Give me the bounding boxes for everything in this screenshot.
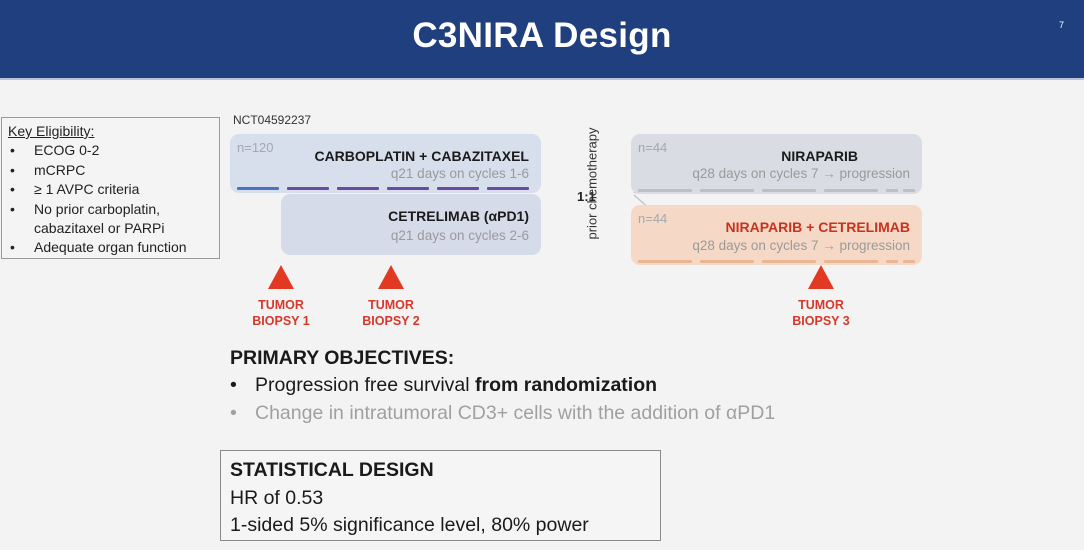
- arm-title: CETRELIMAB (αPD1): [388, 208, 529, 224]
- cycle-dash: [437, 187, 479, 190]
- arm-title: NIRAPARIB: [781, 148, 858, 164]
- statistical-design-box: STATISTICAL DESIGN HR of 0.53 1-sided 5%…: [220, 450, 661, 541]
- cycle-dash: [762, 260, 816, 263]
- cycle-dash: [700, 260, 754, 263]
- arm-sample-size: n=44: [638, 140, 668, 155]
- eligibility-item: ECOG 0-2: [8, 141, 213, 161]
- statistical-line: 1-sided 5% significance level, 80% power: [230, 514, 589, 536]
- cycle-dash: [903, 260, 915, 263]
- biopsy-triangle-icon: [808, 265, 834, 289]
- randomization-ratio: 1:1: [577, 189, 596, 204]
- arm-schedule: q28 days on cycles 7 → progression: [692, 238, 910, 253]
- cycle-dash: [638, 260, 692, 263]
- eligibility-item: mCRPC: [8, 161, 213, 181]
- objective-item: •Change in intratumoral CD3+ cells with …: [230, 402, 776, 424]
- cycle-dash: [824, 189, 878, 192]
- slide-title: C3NIRA Design: [412, 16, 672, 55]
- cycle-dash: [287, 187, 329, 190]
- arm-niraparib-cetrelimab: n=44 NIRAPARIB + CETRELIMAB q28 days on …: [631, 205, 922, 265]
- objectives-title: PRIMARY OBJECTIVES:: [230, 347, 455, 369]
- arm-schedule: q28 days on cycles 7 → progression: [692, 166, 910, 181]
- cycle-dash: [762, 189, 816, 192]
- eligibility-item: ≥ 1 AVPC criteria: [8, 180, 213, 200]
- cycle-dash: [886, 260, 898, 263]
- eligibility-box: Key Eligibility: ECOG 0-2 mCRPC ≥ 1 AVPC…: [1, 117, 220, 259]
- arm-title: CARBOPLATIN + CABAZITAXEL: [314, 148, 529, 164]
- cycle-dash: [337, 187, 379, 190]
- arm-schedule: q21 days on cycles 1-6: [390, 166, 529, 181]
- eligibility-heading: Key Eligibility:: [8, 123, 95, 139]
- statistical-line: HR of 0.53: [230, 486, 324, 509]
- cycle-dash: [487, 187, 529, 190]
- arm-sample-size: n=120: [237, 140, 274, 155]
- eligibility-item: No prior carboplatin, cabazitaxel or PAR…: [8, 200, 213, 239]
- cycle-dash: [886, 189, 898, 192]
- arm-niraparib: n=44 NIRAPARIB q28 days on cycles 7 → pr…: [631, 134, 922, 194]
- arm-title: NIRAPARIB + CETRELIMAB: [725, 219, 910, 235]
- stratification-label: prior chemotherapy: [584, 127, 600, 240]
- eligibility-list: ECOG 0-2 mCRPC ≥ 1 AVPC criteria No prio…: [8, 141, 213, 258]
- cycle-dash: [824, 260, 878, 263]
- cycle-dash: [237, 187, 279, 190]
- objective-item: •Progression free survival from randomiz…: [230, 374, 658, 396]
- header-divider: [0, 78, 1084, 80]
- arm-cetrelimab: CETRELIMAB (αPD1) q21 days on cycles 2-6: [281, 194, 541, 255]
- cycle-dash: [387, 187, 429, 190]
- arm-carboplatin-cabazitaxel: n=120 CARBOPLATIN + CABAZITAXEL q21 days…: [230, 134, 541, 193]
- biopsy-triangle-icon: [268, 265, 294, 289]
- cycle-dash: [638, 189, 692, 192]
- biopsy-triangle-icon: [378, 265, 404, 289]
- statistical-design-title: STATISTICAL DESIGN: [230, 459, 434, 481]
- slide-number: 7: [1058, 20, 1064, 30]
- header-bar: C3NIRA Design 7: [0, 0, 1084, 78]
- cycle-dash: [903, 189, 915, 192]
- trial-id: NCT04592237: [233, 113, 312, 127]
- arm-schedule: q21 days on cycles 2-6: [390, 228, 529, 243]
- arm-sample-size: n=44: [638, 211, 668, 226]
- cycle-dash: [700, 189, 754, 192]
- eligibility-item: Adequate organ function: [8, 238, 213, 258]
